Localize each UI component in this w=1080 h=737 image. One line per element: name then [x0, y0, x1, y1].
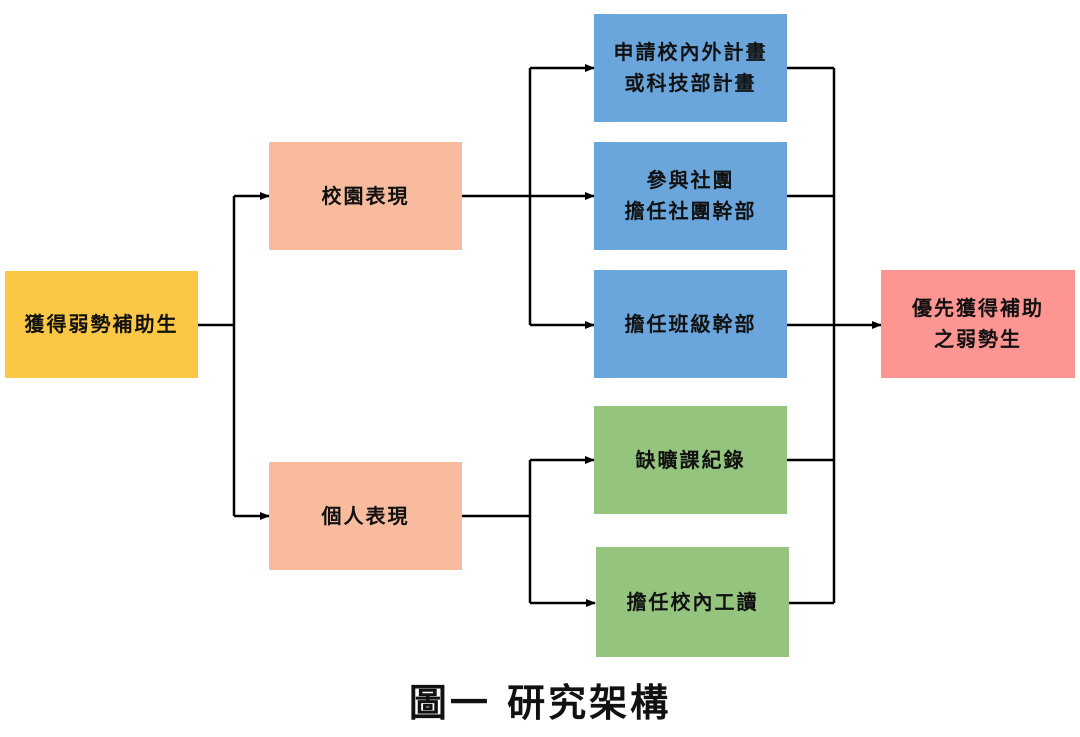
node-attendance: 缺曠課紀錄: [594, 406, 787, 514]
node-campus-performance: 校園表現: [269, 142, 462, 250]
node-class-officer: 擔任班級幹部: [594, 270, 787, 378]
node-work-study: 擔任校內工讀: [596, 547, 789, 657]
node-projects: 申請校內外計畫 或科技部計畫: [594, 14, 787, 122]
node-priority-recipients: 優先獲得補助 之弱勢生: [881, 270, 1075, 378]
node-clubs: 參與社團 擔任社團幹部: [594, 142, 787, 250]
node-root: 獲得弱勢補助生: [5, 271, 198, 378]
node-personal-performance: 個人表現: [269, 462, 462, 570]
figure-caption: 圖一 研究架構: [408, 681, 672, 725]
